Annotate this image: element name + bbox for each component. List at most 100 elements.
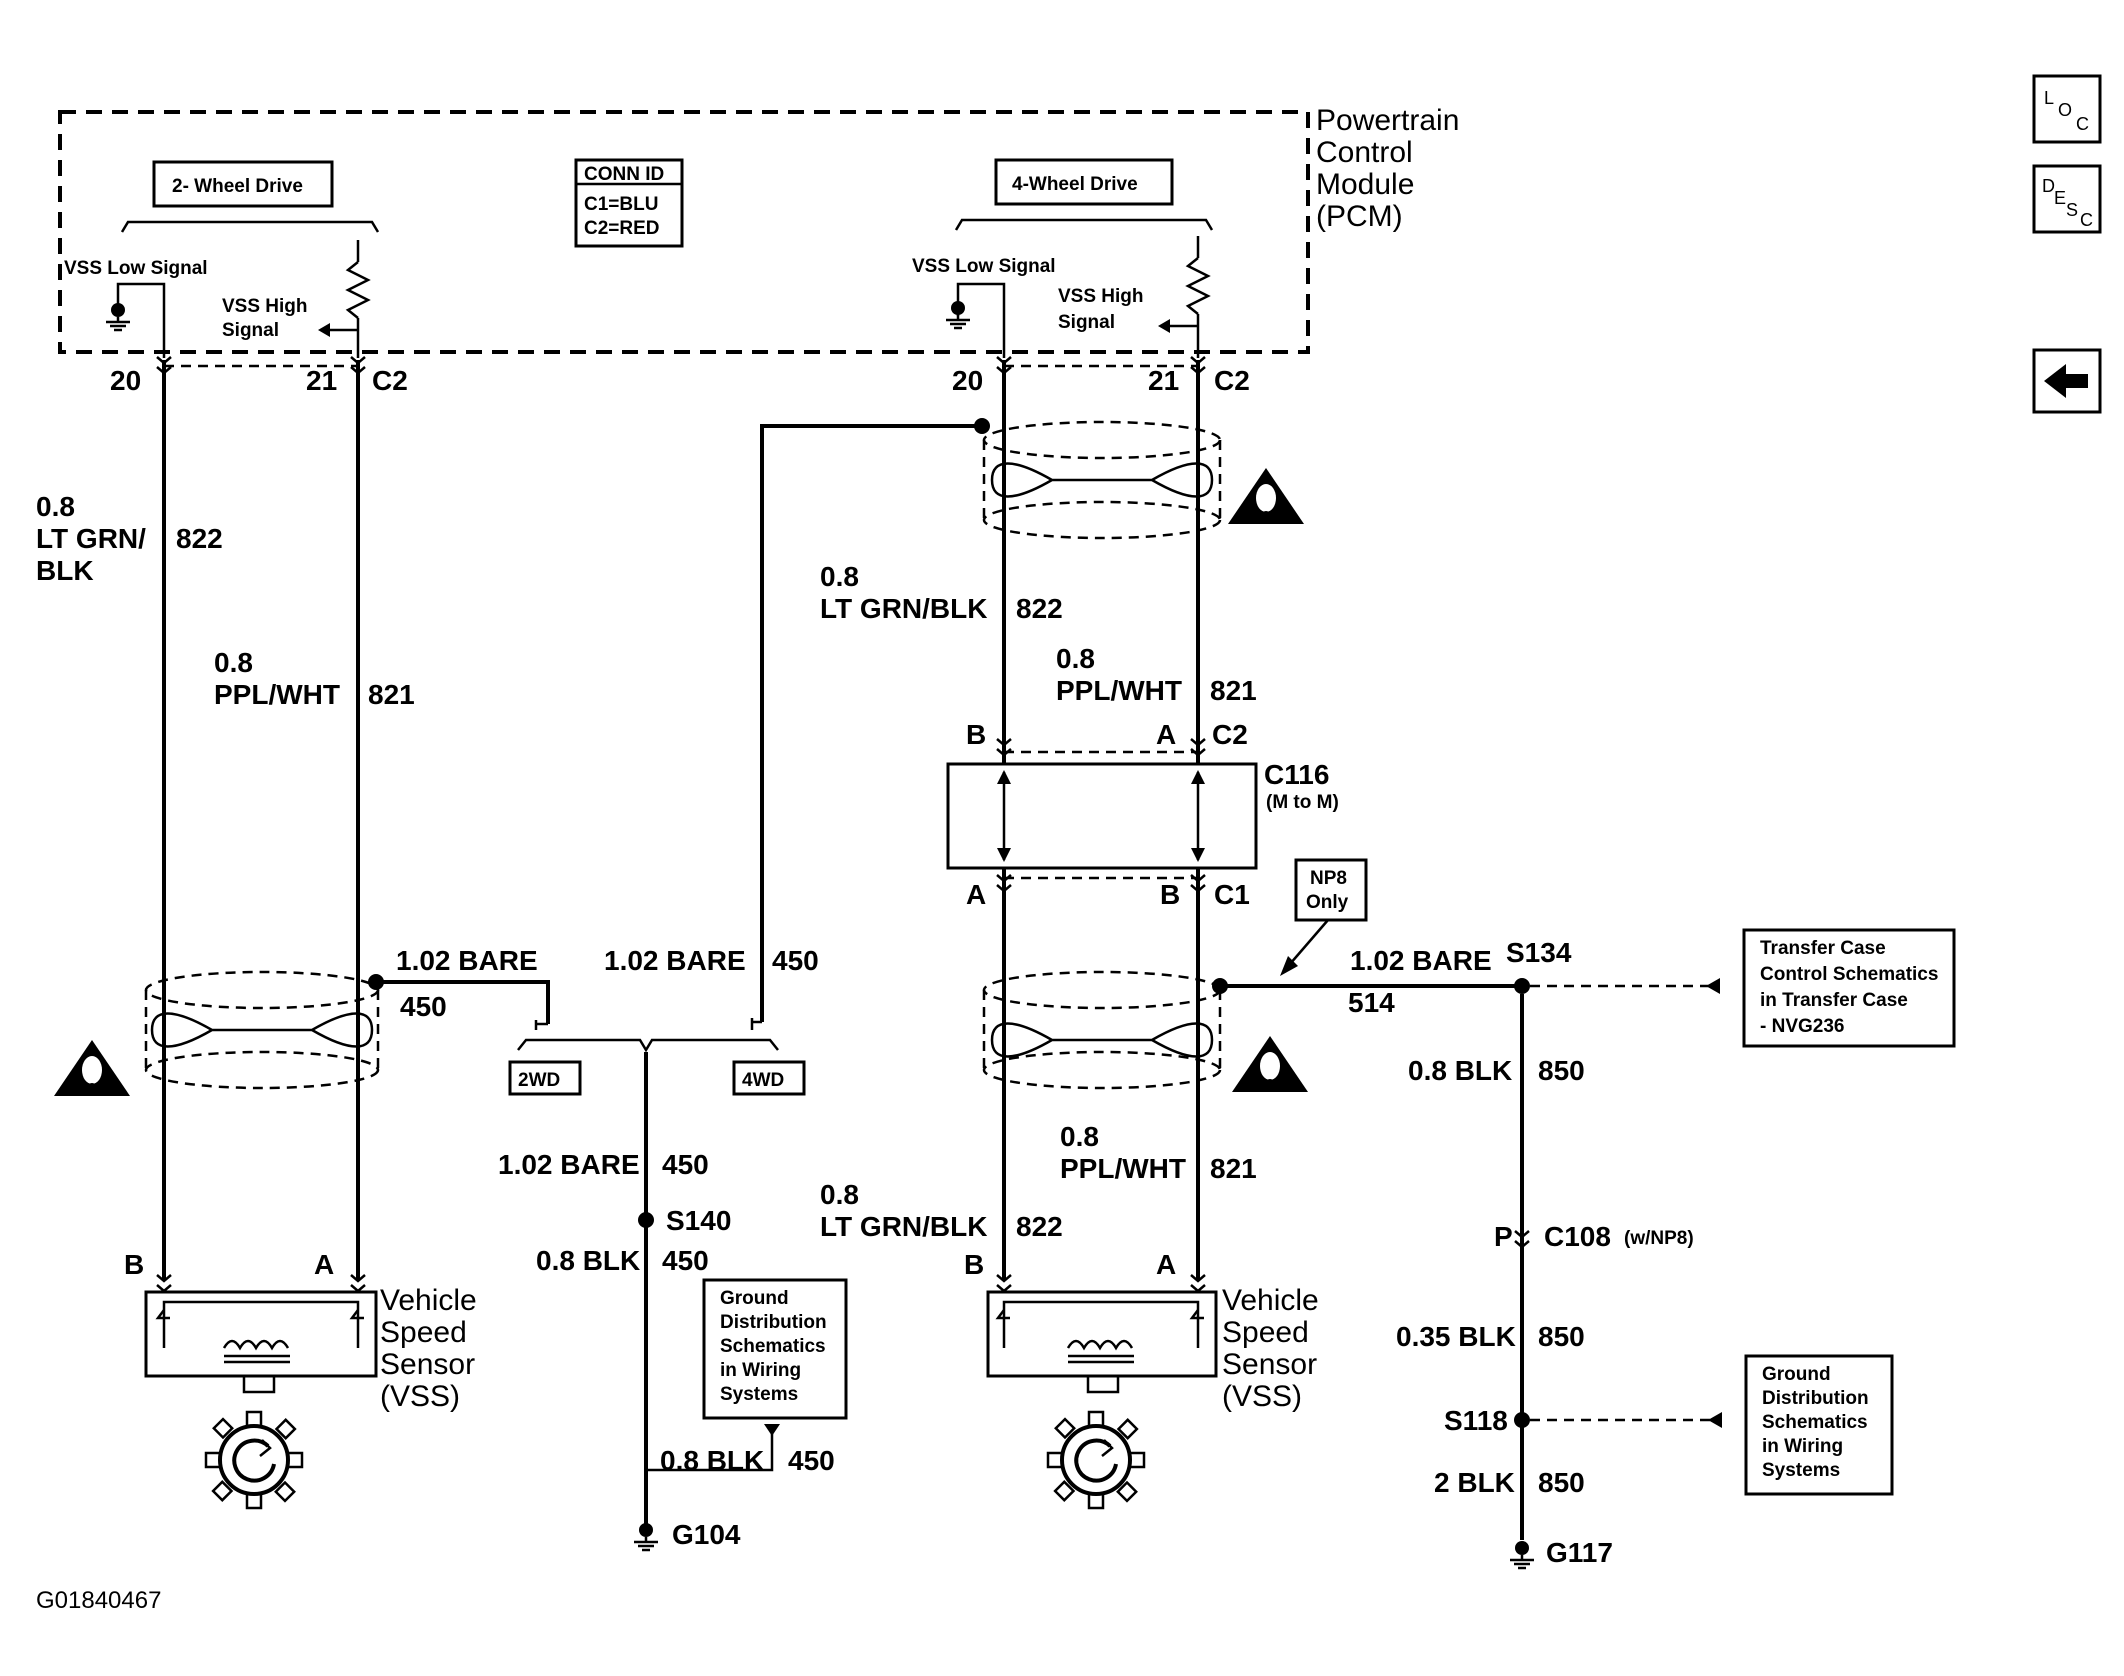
pcm-boundary <box>58 110 1310 354</box>
right-pin-21: 21 <box>1148 365 1179 396</box>
center-below-gauge: 1.02 BARE <box>498 1149 640 1180</box>
svg-text:E: E <box>2054 188 2066 208</box>
right-850b-gauge: 0.35 BLK <box>1396 1321 1516 1352</box>
2wd-bracket <box>120 220 380 233</box>
ground-g104-icon <box>632 1521 660 1552</box>
svg-text:in Wiring: in Wiring <box>1762 1436 1843 1457</box>
c116-label: C116 <box>1264 759 1329 790</box>
left-pin-20: 20 <box>110 365 141 396</box>
right-822b-gauge: 0.8 <box>820 1179 859 1210</box>
splice-s134-label: S134 <box>1506 937 1572 968</box>
conn-id-box: CONN ID C1=BLU C2=RED <box>574 158 684 248</box>
svg-text:Transfer Case: Transfer Case <box>1760 938 1886 959</box>
right-850c-gauge: 2 BLK <box>1434 1467 1515 1498</box>
right-821-number: 821 <box>1210 675 1257 706</box>
splice-s134 <box>1514 978 1530 994</box>
figure-id: G01840467 <box>36 1587 161 1614</box>
left-conn-c2: C2 <box>372 365 408 396</box>
ground-g117-icon <box>1508 1539 1536 1570</box>
option-4wd-box <box>732 1060 806 1096</box>
right-vss-name-2: Speed <box>1222 1316 1309 1349</box>
right-821b-gauge: 0.8 <box>1060 1121 1099 1152</box>
svg-text:C: C <box>2076 114 2089 134</box>
right-lower-shield <box>982 970 1222 1090</box>
right-821-color: PPL/WHT <box>1056 675 1182 706</box>
pcm-label-2: Control <box>1316 136 1413 169</box>
4wd-bracket <box>954 218 1214 231</box>
center-option-bracket <box>517 1038 779 1053</box>
right-822-color: LT GRN/BLK <box>820 593 987 624</box>
pcm-label-4: (PCM) <box>1316 200 1403 233</box>
left-822-color-1: LT GRN/ <box>36 523 146 554</box>
conn-id-title: CONN ID <box>584 164 664 185</box>
conn-id-c1: C1=BLU <box>584 194 658 215</box>
svg-text:C: C <box>2080 210 2093 230</box>
center-4wd-wire-number: 450 <box>772 945 819 976</box>
c108-sublabel: (w/NP8) <box>1624 1228 1694 1249</box>
center-blk2-gauge: 0.8 BLK <box>660 1445 764 1476</box>
transfer-case-ref[interactable]: Transfer Case Control Schematics in Tran… <box>1742 928 1956 1048</box>
left-821-color: PPL/WHT <box>214 679 340 710</box>
svg-text:in Wiring: in Wiring <box>720 1360 801 1381</box>
left-reluctor-gear-icon <box>204 1410 304 1510</box>
left-pin-21: 21 <box>306 365 337 396</box>
right-850c-number: 850 <box>1538 1467 1585 1498</box>
right-vss-high-label-2: Signal <box>1058 312 1115 333</box>
svg-text:Control Schematics: Control Schematics <box>1760 964 1938 985</box>
c116-conn-c2: C2 <box>1212 719 1248 750</box>
svg-text:in Transfer Case: in Transfer Case <box>1760 990 1908 1011</box>
location-nav-button[interactable]: L O C <box>2032 74 2102 144</box>
c108-pin-p: P <box>1494 1221 1513 1252</box>
right-resistor-icon <box>1185 257 1211 315</box>
right-conn-c2: C2 <box>1214 365 1250 396</box>
4wd-section-label: 4-Wheel Drive <box>1012 174 1138 195</box>
right-821-gauge: 0.8 <box>1056 643 1095 674</box>
svg-text:Distribution: Distribution <box>720 1312 827 1333</box>
center-4wd-wire-gauge: 1.02 BARE <box>604 945 746 976</box>
splice-s118-label: S118 <box>1444 1405 1508 1436</box>
right-upper-shield <box>982 420 1222 540</box>
splice-s118 <box>1514 1412 1530 1428</box>
2wd-section-box <box>152 160 334 208</box>
option-2wd-label: 2WD <box>518 1070 560 1091</box>
right-850a-gauge: 0.8 BLK <box>1408 1055 1512 1086</box>
left-822-number: 822 <box>176 523 223 554</box>
description-nav-button[interactable]: D E S C <box>2032 164 2102 234</box>
c1-pin-a: A <box>966 879 986 910</box>
left-821-gauge: 0.8 <box>214 647 253 678</box>
pcm-label-3: Module <box>1316 168 1414 201</box>
c116-sublabel: (M to M) <box>1266 792 1339 813</box>
center-blk2-number: 450 <box>788 1445 835 1476</box>
left-vss-name-1: Vehicle <box>380 1284 477 1317</box>
left-shield-number: 450 <box>400 991 447 1022</box>
left-warning-icon <box>54 1040 130 1096</box>
c108-label: C108 <box>1544 1221 1611 1252</box>
svg-text:Systems: Systems <box>720 1384 798 1405</box>
left-vss-name-3: Sensor <box>380 1348 475 1381</box>
conn-id-c2: C2=RED <box>584 218 660 239</box>
ground-distribution-ref-left[interactable]: Ground Distribution Schematics in Wiring… <box>702 1278 848 1420</box>
center-below-number: 450 <box>662 1149 709 1180</box>
option-2wd-box <box>508 1060 582 1096</box>
c116-pin-b: B <box>966 719 986 750</box>
left-vss-sensor <box>144 1290 378 1394</box>
svg-text:L: L <box>2044 88 2054 108</box>
c1-pin-b: B <box>1160 879 1180 910</box>
right-vss-name-1: Vehicle <box>1222 1284 1319 1317</box>
right-vss-low-label: VSS Low Signal <box>912 256 1056 277</box>
right-sensor-pin-a: A <box>1156 1249 1176 1280</box>
ground-distribution-ref-right[interactable]: Ground Distribution Schematics in Wiring… <box>1744 1354 1894 1496</box>
right-821b-number: 821 <box>1210 1153 1257 1184</box>
right-upper-shield-drain <box>974 418 990 434</box>
c116-pin-a: A <box>1156 719 1176 750</box>
svg-text:Schematics: Schematics <box>720 1336 826 1357</box>
svg-text:Systems: Systems <box>1762 1460 1840 1481</box>
left-sensor-pin-b: B <box>124 1249 144 1280</box>
back-button[interactable] <box>2032 348 2102 414</box>
svg-text:Ground: Ground <box>1762 1364 1831 1385</box>
c116-connector <box>946 762 1258 870</box>
left-sensor-pin-a: A <box>314 1249 334 1280</box>
svg-text:D: D <box>2042 176 2055 196</box>
ground-g104-label: G104 <box>672 1519 741 1550</box>
